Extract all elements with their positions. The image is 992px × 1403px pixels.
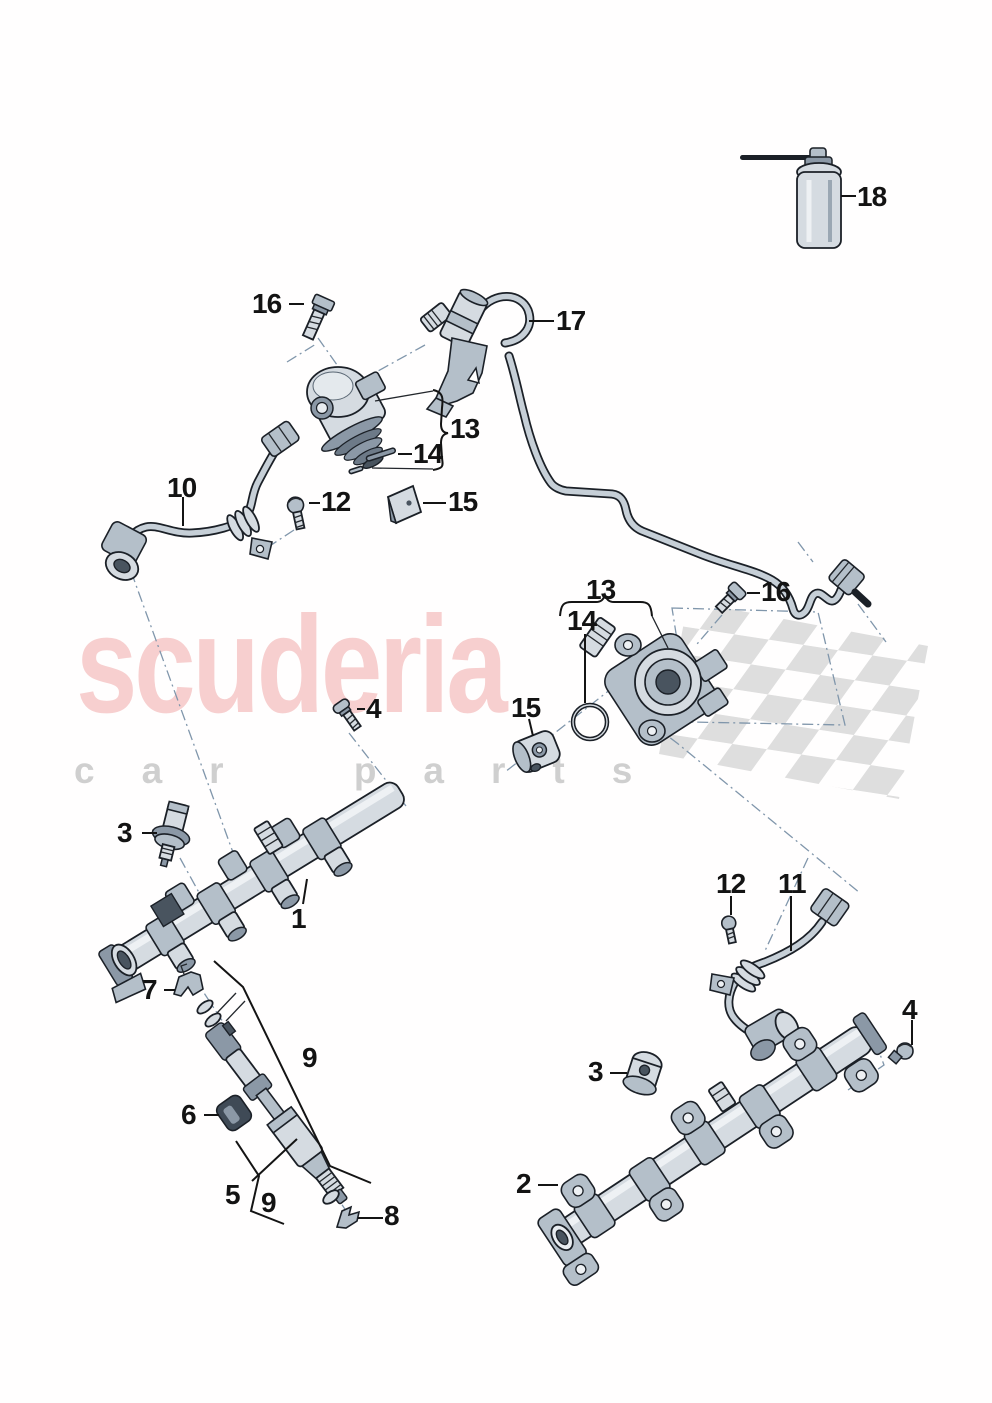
spacer-15-top xyxy=(386,484,423,525)
bolt-12-top xyxy=(286,496,306,531)
callout-6: 6 xyxy=(181,1099,197,1130)
fuel-pipe-11 xyxy=(709,888,850,1061)
bolt-4-left xyxy=(332,698,363,732)
callout-13-mid: 13 xyxy=(586,574,616,605)
callout-9-b: 9 xyxy=(261,1187,277,1218)
clip-7 xyxy=(173,963,204,997)
injector-seal xyxy=(322,1189,340,1205)
callout-1: 1 xyxy=(291,903,307,934)
callout-11: 11 xyxy=(778,868,807,899)
bolt-16-middle xyxy=(714,581,747,615)
injector-o-rings xyxy=(196,999,222,1028)
callout-5: 5 xyxy=(225,1179,241,1210)
high-pressure-pump-top xyxy=(306,366,386,469)
fuel-pipe-10 xyxy=(101,420,300,581)
callout-9-a: 9 xyxy=(302,1042,318,1073)
callout-10: 10 xyxy=(167,472,197,503)
leader-lines xyxy=(142,195,913,1225)
callout-17: 17 xyxy=(556,305,586,336)
clip-8 xyxy=(335,1205,361,1229)
roller-15-middle xyxy=(512,730,561,773)
callout-14-mid: 14 xyxy=(567,605,597,636)
sensor-3-left xyxy=(151,800,191,868)
bolt-16-top xyxy=(301,293,336,341)
callout-8: 8 xyxy=(384,1200,400,1231)
fuel-rail-left xyxy=(98,781,405,1004)
fuel-rail-right xyxy=(537,1012,888,1287)
callout-15-mid: 15 xyxy=(511,692,541,723)
seal-pin-14-top xyxy=(348,447,396,475)
spray-can xyxy=(740,147,842,249)
callout-12-top: 12 xyxy=(321,486,351,517)
callout-7: 7 xyxy=(142,974,158,1005)
callout-2: 2 xyxy=(516,1168,532,1199)
callout-3-right: 3 xyxy=(588,1056,604,1087)
high-pressure-pump-middle xyxy=(579,617,729,746)
pump-bracket-17 xyxy=(419,288,535,418)
o-ring-14 xyxy=(570,702,610,742)
callout-16-mid: 16 xyxy=(761,576,791,607)
callout-14-top: 14 xyxy=(413,438,443,469)
plug-3-right xyxy=(622,1051,663,1096)
checkered-flag xyxy=(659,601,928,799)
callout-3-left: 3 xyxy=(117,817,133,848)
bolt-12-right xyxy=(720,915,737,945)
callout-18: 18 xyxy=(857,181,887,212)
callout-12-right: 12 xyxy=(716,868,746,899)
callout-13-top: 13 xyxy=(450,413,480,444)
grommet-6 xyxy=(215,1094,253,1132)
callout-4-left: 4 xyxy=(366,693,382,724)
fuel-line-17 xyxy=(504,351,872,620)
callout-4-right: 4 xyxy=(902,994,918,1025)
callout-15-top: 15 xyxy=(448,486,478,517)
callout-16-top: 16 xyxy=(252,288,282,319)
bolt-4-right xyxy=(887,1042,914,1065)
